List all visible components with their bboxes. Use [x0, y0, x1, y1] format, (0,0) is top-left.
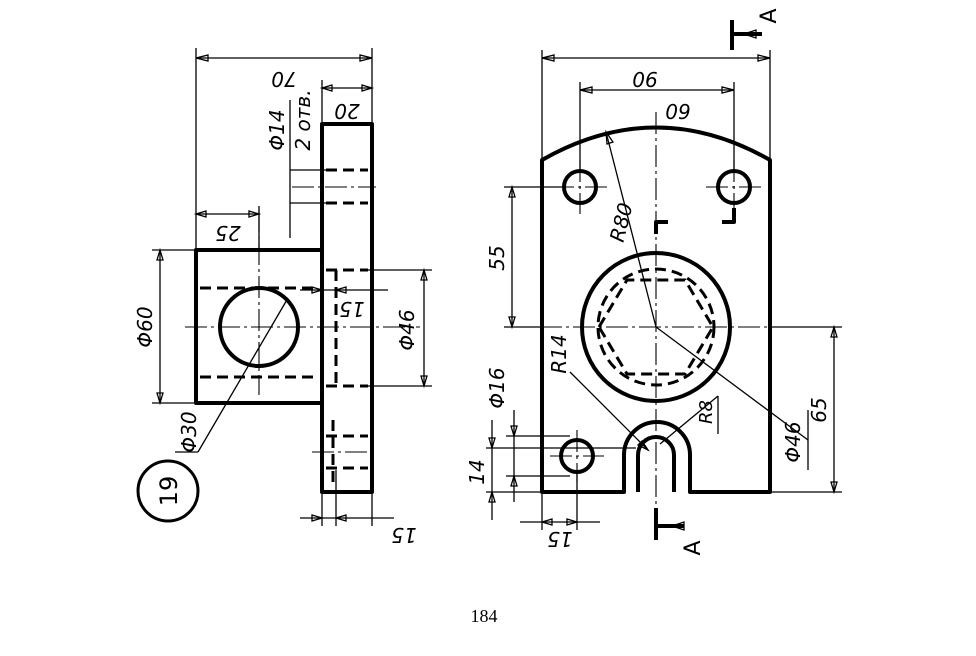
side-dim-bottom-15: 15 — [391, 523, 416, 547]
section-label-bottom: A — [681, 540, 706, 555]
side-view: 70 20 Φ14 2 отв. 25 Φ60 Φ30 15 — [133, 48, 432, 547]
front-dim-14: 14 — [465, 459, 489, 484]
side-dim-70: 70 — [271, 67, 296, 91]
front-dim-65: 65 — [807, 397, 831, 422]
side-flange-outline — [320, 122, 374, 494]
front-dim-90: 90 — [632, 67, 657, 91]
section-label-top: A — [757, 8, 782, 23]
part-number-label: 19 — [155, 476, 183, 507]
side-dim-20: 20 — [334, 99, 359, 123]
front-dim-55: 55 — [485, 245, 509, 270]
front-dim-60: 60 — [665, 99, 690, 123]
part-number-circle — [136, 459, 200, 523]
front-dim-phi46: Φ46 — [781, 421, 805, 462]
side-dim-25: 25 — [215, 221, 240, 245]
side-dim-hole-note: 2 отв. — [291, 89, 315, 150]
front-dim-r8: R8 — [696, 400, 717, 424]
side-dim-phi46: Φ46 — [395, 309, 419, 350]
side-dim-phi60: Φ60 — [133, 306, 157, 347]
front-dim-bottom-15: 15 — [547, 527, 572, 551]
side-dim-phi30: Φ30 — [177, 411, 201, 452]
side-dim-hole-diameter: Φ14 — [265, 109, 289, 150]
side-dim-recess-depth: 15 — [339, 297, 364, 321]
page-number: 184 — [471, 606, 498, 626]
front-dim-phi16: Φ16 — [485, 367, 509, 408]
front-view: A A 90 60 R80 55 65 Φ46 — [465, 8, 842, 556]
front-dim-r14: R14 — [547, 334, 571, 373]
